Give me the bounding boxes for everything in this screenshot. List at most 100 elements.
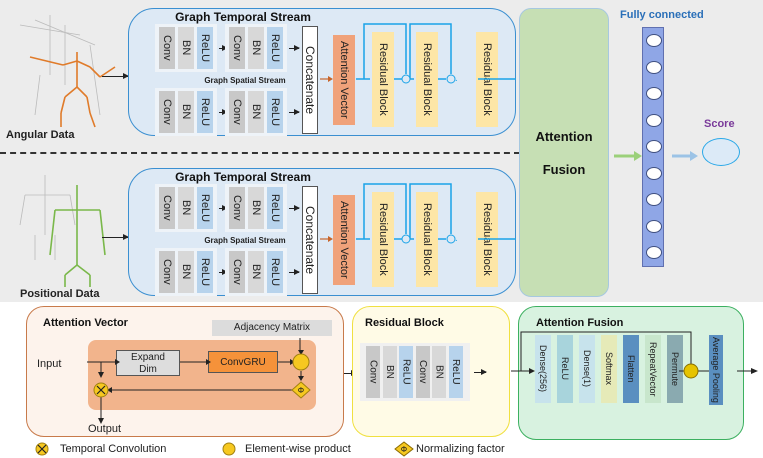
- bn-layer: BN: [178, 91, 194, 133]
- fusion-flow-lines: [511, 331, 758, 379]
- legend-temporal-convolution: Temporal Convolution: [60, 443, 167, 455]
- output-label: Output: [88, 423, 122, 435]
- elementwise-product-icon: [292, 353, 310, 371]
- fc-node: [646, 140, 662, 153]
- layer-arrow: [289, 109, 300, 115]
- legend-normalizing-factor: Normalizing factor: [416, 443, 505, 455]
- fusion-layer: Softmax: [601, 335, 617, 403]
- fusion-layer: RepeatVector: [645, 335, 661, 403]
- add-icon: [401, 74, 411, 84]
- conv-layer: Conv: [159, 91, 175, 133]
- residual-output-arrow: [474, 369, 487, 375]
- bn-layer: BN: [248, 91, 264, 133]
- fusion-elementwise-product-icon: [683, 363, 699, 379]
- bn-layer: BN: [432, 346, 446, 398]
- angular-input-arrow: [102, 73, 129, 79]
- expand-dim-box: Expand Dim: [116, 350, 180, 376]
- adjacency-matrix-box: Adjacency Matrix: [212, 320, 332, 336]
- bn-layer: BN: [178, 27, 194, 69]
- conv-layer: Conv: [159, 187, 175, 229]
- residual-block: Residual Block: [372, 192, 394, 287]
- score-node: [702, 138, 740, 166]
- angular-skeleton-illustration: [19, 15, 116, 128]
- add-icon: [446, 74, 456, 84]
- fc-node: [646, 34, 662, 47]
- conv-layer: Conv: [229, 91, 245, 133]
- bn-layer: BN: [248, 187, 264, 229]
- layer-arrow: [289, 269, 300, 275]
- fc-node: [646, 219, 662, 233]
- residual-block-panel-title: Residual Block: [365, 317, 444, 329]
- concatenate-block: Concatenate: [302, 26, 318, 134]
- fusion-layer: ReLU: [557, 335, 573, 403]
- conv-layer: Conv: [229, 27, 245, 69]
- fusion-layer: Dense(1): [579, 335, 595, 403]
- fc-node: [646, 113, 662, 127]
- residual-block: Residual Block: [416, 192, 438, 287]
- relu-layer: ReLU: [197, 251, 213, 293]
- bn-layer: BN: [178, 187, 194, 229]
- attention-vector-block: Attention Vector: [333, 35, 355, 125]
- average-pooling-layer: Average Pooling: [709, 335, 723, 405]
- fusion-label-line1: Attention: [535, 128, 593, 144]
- bn-layer: BN: [248, 27, 264, 69]
- fc-arrows: [614, 151, 698, 161]
- fusion-layer: Permute: [667, 335, 683, 403]
- conv-layer: Conv: [366, 346, 380, 398]
- residual-skip-connections: [320, 183, 516, 244]
- legend-icons: Φ: [35, 441, 414, 457]
- relu-layer: ReLU: [267, 91, 283, 133]
- layer-arrow: [289, 45, 300, 51]
- attention-flow-lines: Φ: [87, 338, 311, 424]
- fc-node: [646, 246, 662, 259]
- fusion-layer: Dense(256): [535, 335, 551, 403]
- residual-block: Residual Block: [372, 32, 394, 127]
- fully-connected-layer: [642, 27, 664, 267]
- relu-layer: ReLU: [197, 91, 213, 133]
- input-label: Input: [37, 358, 62, 370]
- residual-block: Residual Block: [416, 32, 438, 127]
- bn-layer: BN: [248, 251, 264, 293]
- legend-elementwise-product: Element-wise product: [245, 443, 351, 455]
- section-divider: [0, 152, 520, 154]
- graph-spatial-stream-title: Graph Spatial Stream: [204, 76, 286, 85]
- relu-layer: ReLU: [267, 187, 283, 229]
- convgru-box: ConvGRU: [208, 351, 278, 373]
- conv-layer: Conv: [229, 251, 245, 293]
- attention-fusion-panel: [518, 306, 744, 440]
- svg-text:Φ: Φ: [401, 445, 407, 454]
- fc-node: [646, 193, 662, 206]
- positional-skeleton-illustration: [19, 175, 106, 287]
- graph-spatial-stream-title: Graph Spatial Stream: [204, 236, 286, 245]
- score-label: Score: [704, 118, 735, 130]
- positional-input-arrow: [102, 234, 129, 240]
- fusion-layer: Flatten: [623, 335, 639, 403]
- normalizing-factor-icon: [291, 381, 311, 399]
- add-icon: [401, 234, 411, 244]
- relu-layer: ReLU: [448, 346, 463, 398]
- layer-arrow: [289, 205, 300, 211]
- residual-skip-connections: [320, 23, 516, 84]
- graph-temporal-stream-title: Graph Temporal Stream: [175, 10, 311, 24]
- graph-temporal-stream-title: Graph Temporal Stream: [175, 170, 311, 184]
- attention-fusion-block: Attention Fusion: [519, 8, 609, 297]
- dim-label: Dim: [139, 364, 157, 375]
- relu-layer: ReLU: [197, 27, 213, 69]
- angular-data-label: Angular Data: [6, 129, 75, 141]
- positional-data-label: Positional Data: [20, 288, 100, 300]
- legend-normalizing-icon: [394, 441, 414, 457]
- fc-node: [646, 166, 662, 180]
- attention-fusion-panel-title: Attention Fusion: [536, 317, 624, 329]
- conv-layer: Conv: [159, 251, 175, 293]
- conv-layer: Conv: [159, 27, 175, 69]
- expand-label: Expand: [131, 352, 165, 363]
- add-icon: [446, 234, 456, 244]
- relu-layer: ReLU: [267, 27, 283, 69]
- fully-connected-label: Fully connected: [620, 9, 704, 21]
- relu-layer: ReLU: [267, 251, 283, 293]
- conv-layer: Conv: [229, 187, 245, 229]
- conv-layer: Conv: [415, 346, 430, 398]
- fusion-to-fc-arrow: [634, 151, 642, 161]
- bn-layer: BN: [178, 251, 194, 293]
